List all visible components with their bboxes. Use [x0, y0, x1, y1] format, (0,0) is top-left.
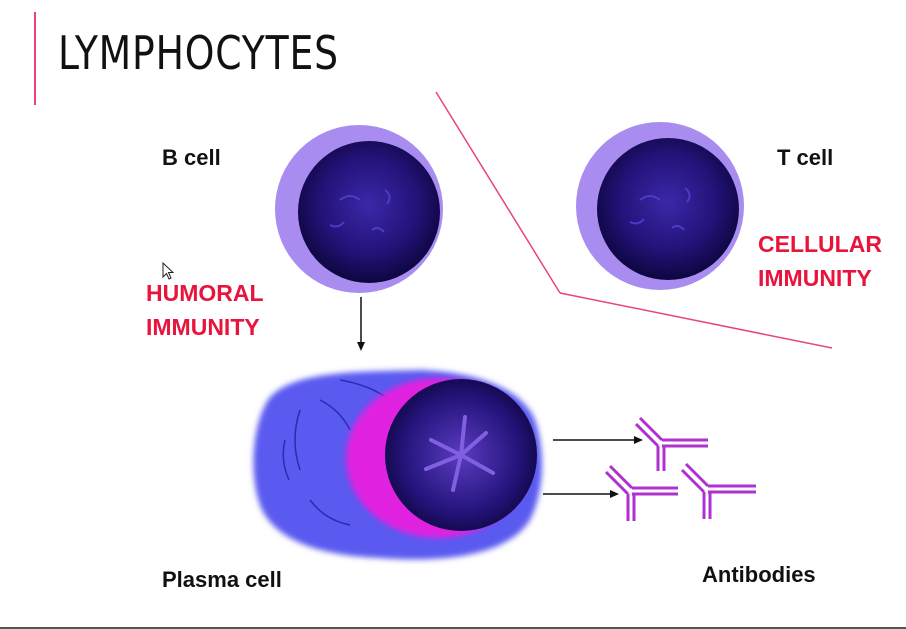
cellular-line-2: IMMUNITY	[758, 265, 872, 291]
b-cell-graphic	[275, 125, 443, 293]
antibody-3	[680, 462, 756, 519]
mouse-pointer-icon	[162, 262, 175, 280]
antibody-2	[604, 464, 678, 521]
arrow-to-antibodies-lower	[543, 490, 619, 498]
divider-line-lower	[559, 292, 833, 349]
cellular-line-1: CELLULAR	[758, 231, 882, 257]
plasma-cell-label: Plasma cell	[162, 567, 282, 592]
t-cell-graphic	[576, 122, 744, 290]
page-title: LYMPHOCYTES	[58, 26, 339, 80]
plasma-cell-graphic	[253, 370, 542, 560]
cellular-immunity-label: CELLULAR IMMUNITY	[758, 227, 882, 295]
antibodies-label: Antibodies	[702, 562, 816, 587]
antibody-1	[634, 416, 708, 471]
title-accent-bar	[34, 12, 36, 105]
humoral-immunity-label: HUMORAL IMMUNITY	[146, 276, 264, 344]
slide-bottom-border	[0, 627, 906, 629]
arrow-to-antibodies-upper	[553, 436, 643, 444]
arrow-b-to-plasma	[357, 297, 365, 351]
t-cell-label: T cell	[777, 145, 834, 170]
b-cell-label: B cell	[162, 145, 221, 170]
humoral-line-1: HUMORAL	[146, 280, 264, 306]
humoral-line-2: IMMUNITY	[146, 314, 260, 340]
divider-line-upper	[435, 91, 561, 294]
